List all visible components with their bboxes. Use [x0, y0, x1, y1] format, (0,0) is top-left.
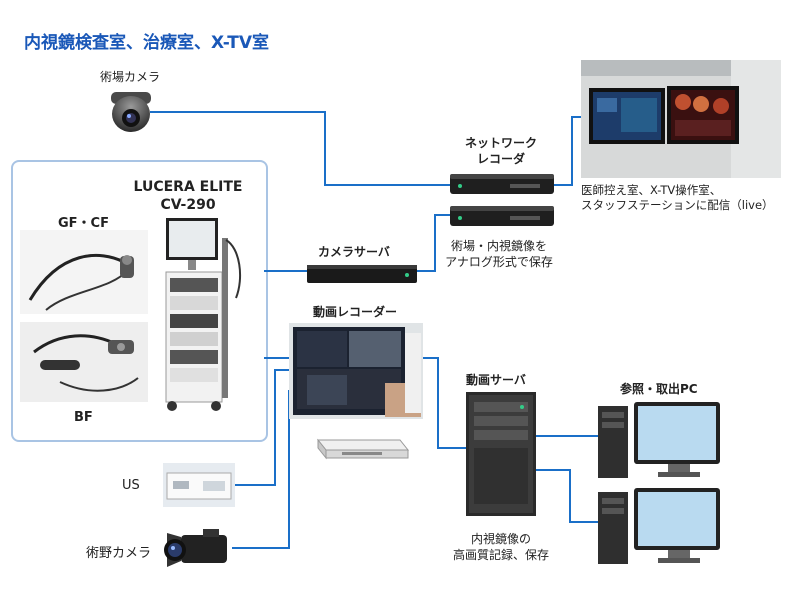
label-hq-caption-line1: 内視鏡像の: [470, 532, 531, 546]
label-network-recorder-line2: レコーダ: [476, 152, 525, 166]
diagram-title: 内視鏡検査室、治療室、X-TV室: [24, 33, 270, 53]
label-lucera: LUCERA ELITE CV-290: [118, 178, 258, 214]
label-video-server: 動画サーバ: [466, 373, 526, 387]
dome-camera-icon: [111, 92, 151, 132]
line-server-to-pc2: [535, 469, 600, 523]
label-gf-cf: GF・CF: [58, 216, 109, 231]
label-monitor-caption: 医師控え室、X-TV操作室、 スタッフステーションに配信（live）: [581, 183, 774, 213]
network-recorder-2: [450, 206, 554, 226]
label-hq-caption-line2: 高画質記録、保存: [452, 548, 549, 562]
label-video-recorder: 動画レコーダー: [313, 305, 398, 319]
label-network-recorder: ネットワーク レコーダ: [458, 135, 544, 167]
label-monitor-caption-line1: 医師控え室、X-TV操作室、: [581, 183, 722, 197]
line-us-to-videorec: [233, 369, 289, 486]
label-ref-pc: 参照・取出PC: [620, 382, 698, 396]
label-analog-caption-line1: 術場・内視鏡像を: [450, 239, 547, 253]
video-recorder-device: [316, 438, 410, 460]
label-hq-caption: 内視鏡像の 高画質記録、保存: [445, 531, 557, 563]
label-camera-server: カメラサーバ: [318, 245, 390, 259]
line-videorec-to-server: [422, 357, 466, 449]
label-lucera-line1: LUCERA ELITE: [133, 179, 243, 195]
pc-computer-icon-2: [598, 488, 720, 564]
bf-scope-image: [20, 322, 148, 402]
label-lucera-line2: CV-290: [160, 197, 216, 213]
video-camera-icon: [164, 529, 227, 567]
label-field-camera: 術野カメラ: [86, 546, 152, 561]
label-us: US: [122, 478, 140, 493]
video-recorder-screen-image: [289, 323, 423, 419]
pc-computer-icon-1: [598, 402, 720, 478]
camera-server-device: [307, 265, 417, 283]
line-recorder-to-monitor: [553, 116, 581, 186]
us-device-image: [163, 463, 235, 507]
monitor-room-photo: [581, 60, 781, 178]
server-tower-icon: [466, 392, 536, 516]
line-server-to-recorder: [417, 214, 450, 272]
network-recorder-1: [450, 174, 554, 194]
line-fieldcam-to-videorec: [232, 390, 290, 549]
label-surgical-camera: 術場カメラ: [100, 70, 161, 84]
label-monitor-caption-line2: スタッフステーションに配信（live）: [581, 198, 774, 212]
label-network-recorder-line1: ネットワーク: [464, 136, 537, 150]
label-analog-caption: 術場・内視鏡像を アナログ形式で保存: [424, 238, 574, 270]
gf-cf-scope-image: [20, 230, 148, 314]
line-camera-to-recorder: [150, 111, 450, 186]
lucera-cart-image: [165, 218, 242, 411]
label-analog-caption-line2: アナログ形式で保存: [445, 255, 553, 269]
label-bf: BF: [74, 410, 93, 425]
